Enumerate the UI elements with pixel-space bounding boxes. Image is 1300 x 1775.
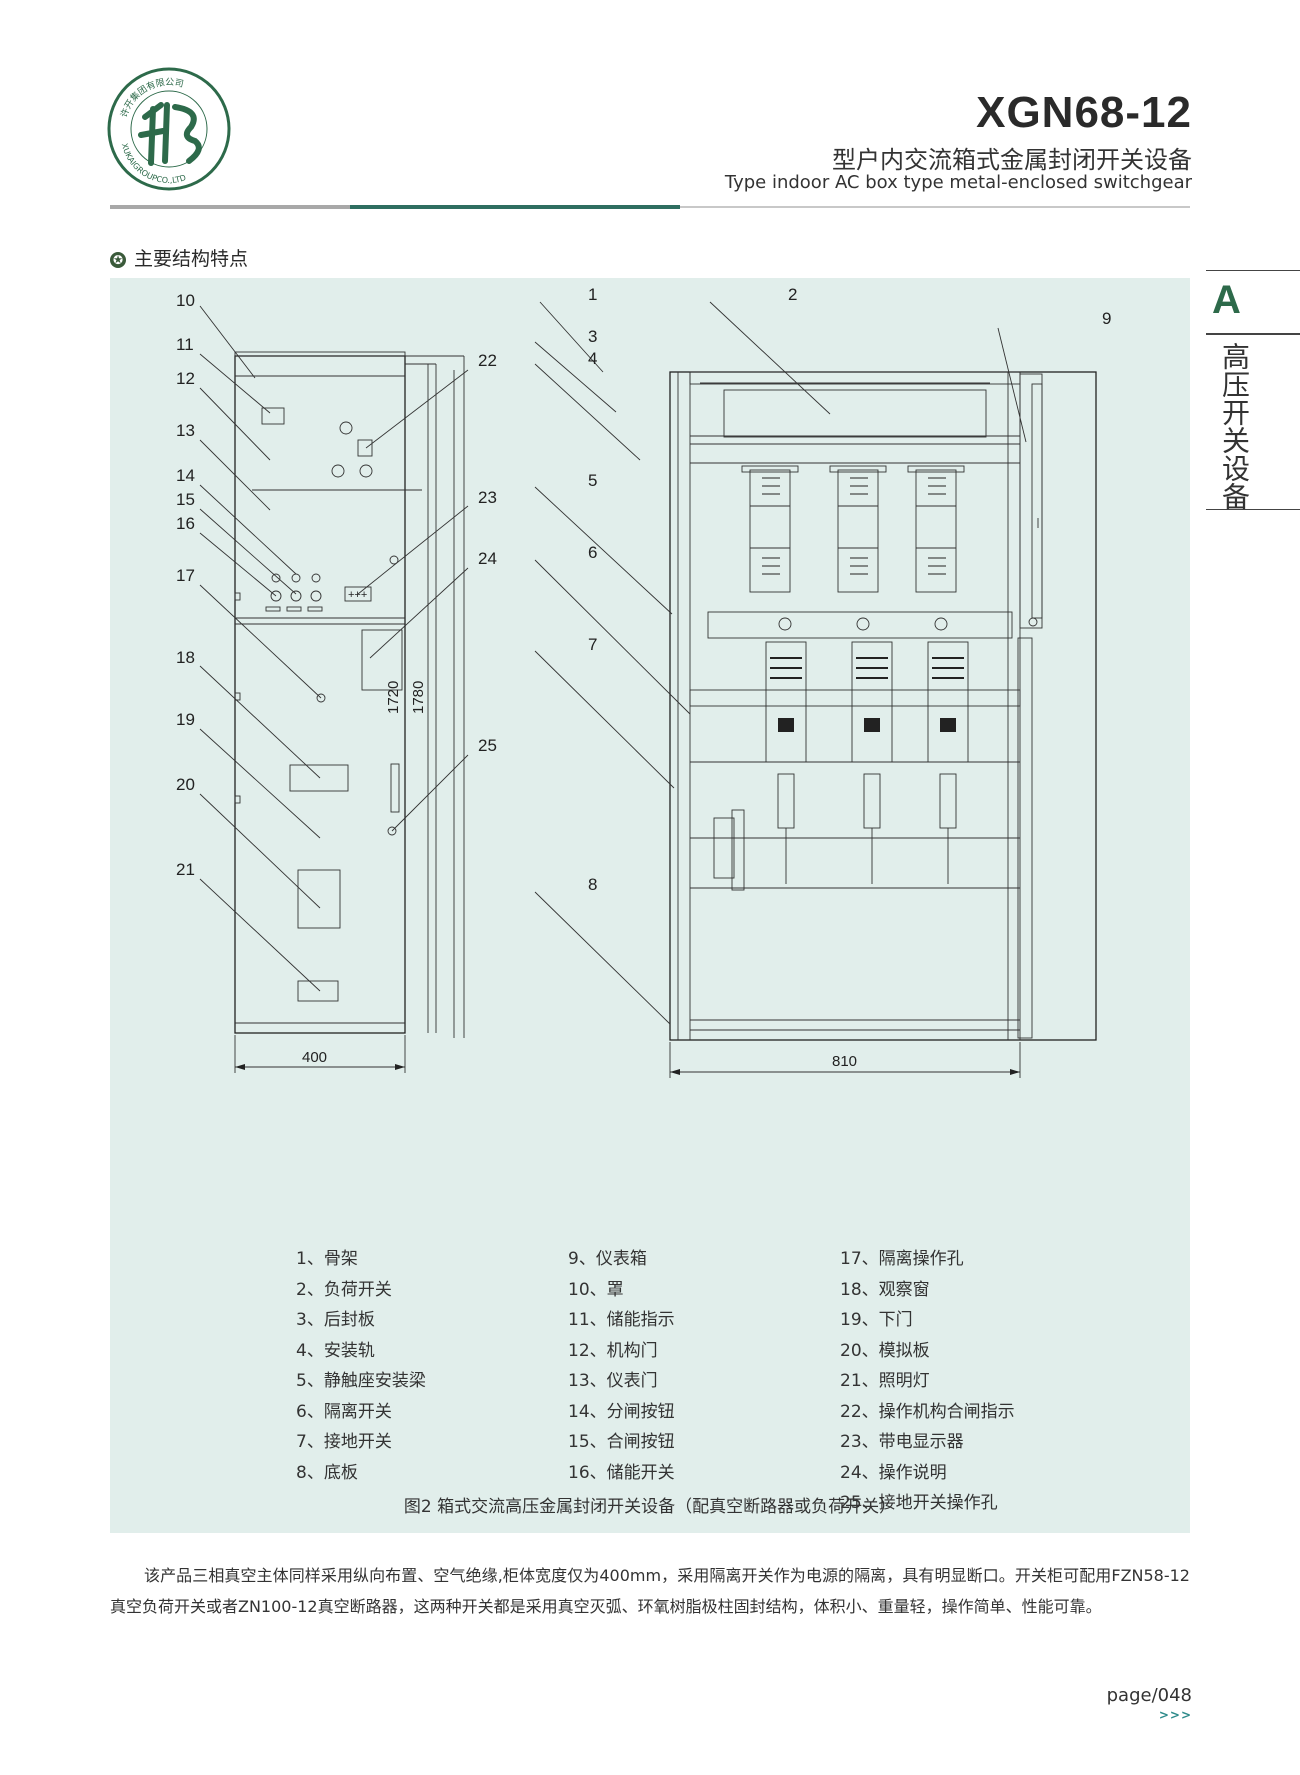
dim-width-400: 400 bbox=[302, 1049, 327, 1066]
callout-2: 2 bbox=[788, 285, 797, 304]
star-circle-icon: ✪ bbox=[110, 252, 126, 268]
side-tab-divider bbox=[1206, 333, 1300, 335]
callout-6: 6 bbox=[588, 543, 597, 562]
legend-item: 17、隔离操作孔 bbox=[840, 1249, 964, 1269]
callout-4: 4 bbox=[588, 349, 597, 368]
callout-17: 17 bbox=[176, 566, 195, 585]
section-title: ✪ 主要结构特点 bbox=[110, 244, 248, 271]
callout-10: 10 bbox=[176, 291, 195, 310]
callout-3: 3 bbox=[588, 327, 597, 346]
legend-item: 12、机构门 bbox=[568, 1340, 658, 1361]
callout-5: 5 bbox=[588, 471, 597, 490]
callout-14: 14 bbox=[176, 466, 195, 485]
callout-11: 11 bbox=[176, 335, 194, 354]
legend-item: 22、操作机构合闸指示 bbox=[840, 1401, 1015, 1422]
side-tab-letter: A bbox=[1212, 278, 1241, 322]
legend-item: 4、安装轨 bbox=[296, 1340, 375, 1361]
legend-item: 21、照明灯 bbox=[840, 1371, 930, 1391]
indicator-text: +++ bbox=[348, 589, 367, 601]
leader-lines bbox=[199, 301, 1027, 1025]
legend-item: 7、接地开关 bbox=[296, 1432, 392, 1452]
dim-height-1780: 1780 bbox=[410, 681, 427, 714]
callout-8: 8 bbox=[588, 875, 597, 894]
legend-item: 2、负荷开关 bbox=[296, 1279, 392, 1300]
callout-7: 7 bbox=[588, 635, 597, 654]
figure-caption: 图2 箱式交流高压金属封闭开关设备（配真空断路器或负荷开关） bbox=[403, 1497, 897, 1517]
legend-item: 18、观察窗 bbox=[840, 1279, 930, 1300]
callout-20: 20 bbox=[176, 775, 195, 794]
section-title-text: 主要结构特点 bbox=[134, 248, 249, 270]
legend-item: 20、模拟板 bbox=[840, 1340, 930, 1361]
callout-1: 1 bbox=[588, 285, 597, 304]
legend-item: 8、底板 bbox=[296, 1462, 358, 1483]
callout-25: 25 bbox=[478, 736, 497, 755]
side-view: 810 bbox=[669, 371, 1097, 1078]
legend-item: 3、后封板 bbox=[296, 1310, 375, 1330]
page-number: page/048 bbox=[1106, 1685, 1192, 1706]
dim-height-1720: 1720 bbox=[385, 681, 402, 714]
callout-group-side: 1 2 3 4 5 6 7 8 9 bbox=[588, 285, 1111, 894]
front-view: +++ 400 1720 1780 bbox=[234, 351, 465, 1073]
legend-item: 9、仪表箱 bbox=[568, 1249, 647, 1269]
side-tab-text: 高压开关设备 bbox=[1218, 342, 1251, 510]
callout-22: 22 bbox=[478, 351, 497, 370]
legend-item: 16、储能开关 bbox=[568, 1462, 675, 1483]
legend-item: 5、静触座安装梁 bbox=[296, 1371, 426, 1391]
model-number: XGN68-12 bbox=[976, 88, 1192, 137]
callout-23: 23 bbox=[478, 488, 497, 507]
callout-24: 24 bbox=[478, 549, 497, 568]
legend-item: 13、仪表门 bbox=[568, 1371, 658, 1391]
callout-15: 15 bbox=[176, 490, 195, 509]
product-title-cn: 型户内交流箱式金属封闭开关设备 bbox=[832, 146, 1192, 174]
callout-9: 9 bbox=[1102, 309, 1111, 328]
callout-16: 16 bbox=[176, 514, 195, 533]
legend-item: 25、接地开关操作孔 bbox=[840, 1493, 998, 1513]
legend-item: 11、储能指示 bbox=[568, 1310, 675, 1330]
legend-item: 14、分闸按钮 bbox=[568, 1401, 675, 1422]
legend-item: 10、罩 bbox=[568, 1279, 624, 1300]
legend-column-3: 17、隔离操作孔 18、观察窗 19、下门 20、模拟板 21、照明灯 22、操作机构合闸… bbox=[840, 1244, 1015, 1519]
callout-13: 13 bbox=[176, 421, 195, 440]
legend-column-2: 9、仪表箱 10、罩 11、储能指示 12、机构门 13、仪表门 14、分闸按钮 15、合闸… bbox=[568, 1244, 675, 1488]
switchgear-drawing: +++ 400 1720 1780 bbox=[176, 285, 1111, 1078]
body-paragraph: 该产品三相真空主体同样采用纵向布置、空气绝缘,柜体宽度仅为400mm，采用隔离开… bbox=[110, 1566, 1190, 1616]
dim-width-810: 810 bbox=[832, 1053, 857, 1070]
callout-12: 12 bbox=[176, 369, 195, 388]
legend-item: 23、带电显示器 bbox=[840, 1432, 964, 1452]
legend-item: 24、操作说明 bbox=[840, 1462, 947, 1483]
callout-group-front: 10 11 12 13 14 15 16 17 18 19 20 21 22 23 24 25 bbox=[176, 291, 497, 879]
page-arrows-icon: >>> bbox=[1158, 1708, 1192, 1722]
legend-item: 6、隔离开关 bbox=[296, 1401, 392, 1422]
company-logo: 许开集团有限公司 XUKAIGROUPCO.,LTD bbox=[107, 67, 231, 191]
callout-18: 18 bbox=[176, 648, 195, 667]
side-tab bbox=[1206, 270, 1300, 510]
header-rule bbox=[110, 205, 1190, 209]
product-title-en: Type indoor AC box type metal-enclosed s… bbox=[724, 172, 1192, 193]
callout-19: 19 bbox=[176, 710, 195, 729]
legend-item: 15、合闸按钮 bbox=[568, 1432, 675, 1452]
legend-column-1: 1、骨架 2、负荷开关 3、后封板 4、安装轨 5、静触座安装梁 6、隔离开关 7、接地开关… bbox=[296, 1244, 426, 1488]
legend-item: 19、下门 bbox=[840, 1310, 913, 1330]
callout-21: 21 bbox=[176, 860, 195, 879]
legend-item: 1、骨架 bbox=[296, 1249, 358, 1269]
figure-panel: +++ 400 1720 1780 bbox=[110, 278, 1190, 1533]
